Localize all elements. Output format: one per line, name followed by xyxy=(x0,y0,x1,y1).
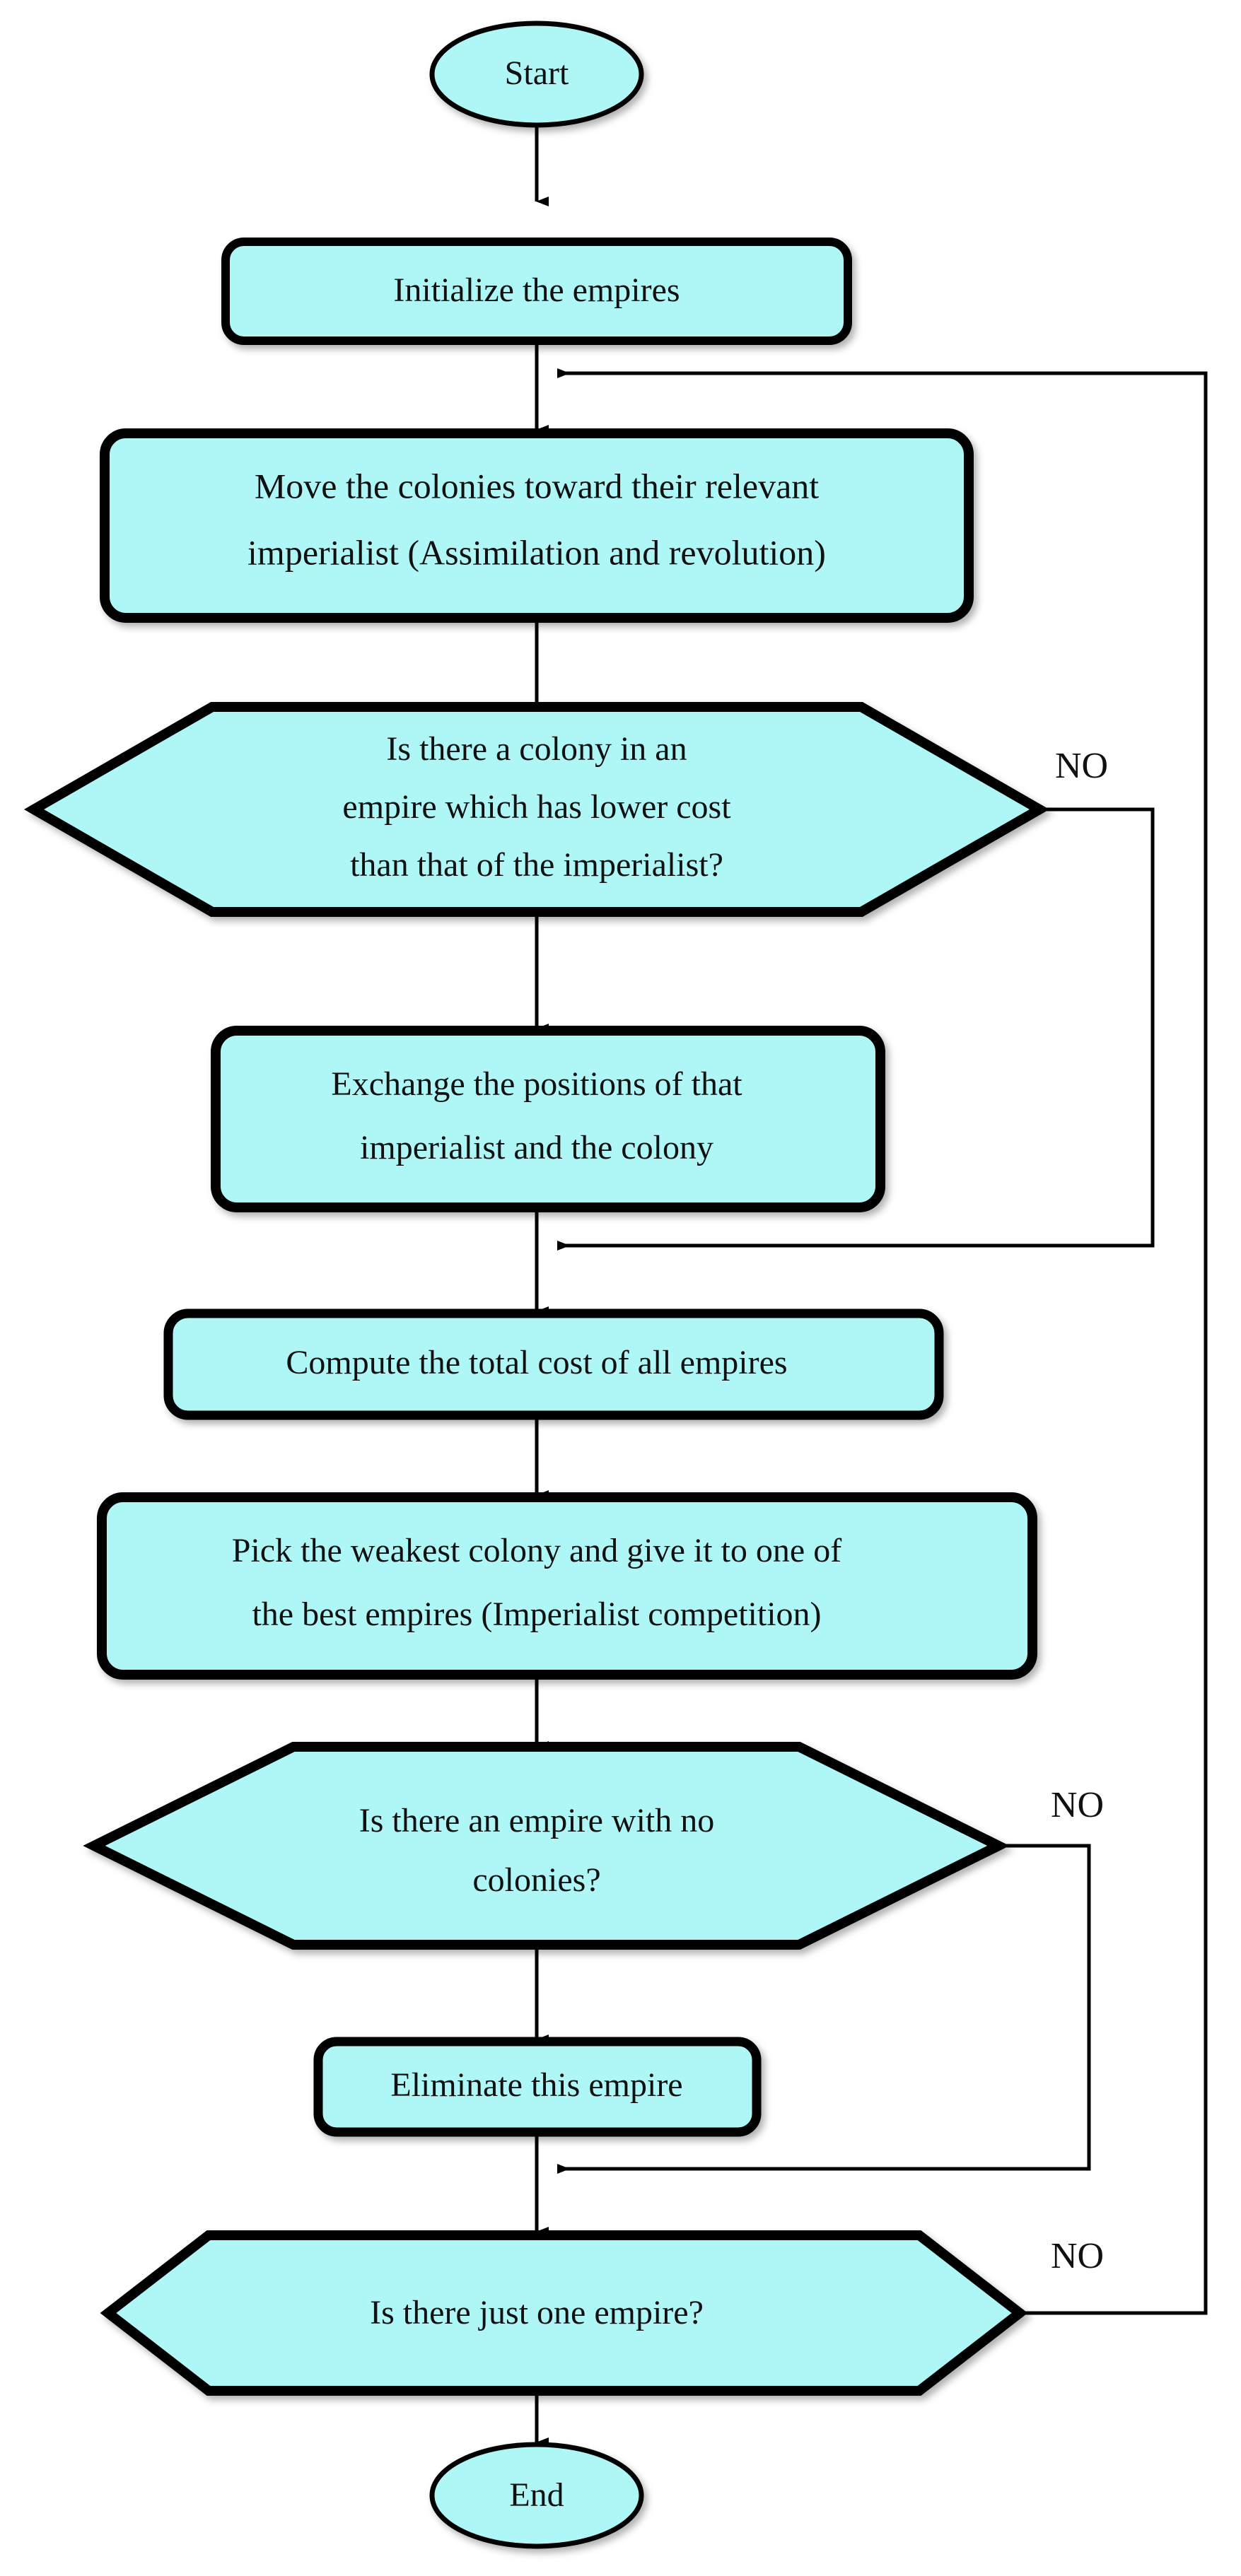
node-decision1[interactable]: Is there a colony in an empire which has… xyxy=(23,702,1050,917)
node-move-label-line2: imperialist (Assimilation and revolution… xyxy=(247,532,826,572)
edge-decision2-no-loop xyxy=(557,1844,1091,2174)
node-exchange-label-line1: Exchange the positions of that xyxy=(331,1065,742,1103)
edge-label-decision1-no: NO xyxy=(1055,746,1108,786)
node-end-label: End xyxy=(509,2476,564,2514)
node-eliminate[interactable]: Eliminate this empire xyxy=(313,2037,762,2137)
edge-decision3-no-loop xyxy=(557,368,1208,2315)
edge-decision1-no-loop xyxy=(557,807,1155,1251)
node-end[interactable]: End xyxy=(429,2442,644,2549)
node-exchange-label-line2: imperialist and the colony xyxy=(360,1129,713,1166)
node-pick-label-line2: the best empires (Imperialist competitio… xyxy=(252,1596,821,1633)
node-compute-label: Compute the total cost of all empires xyxy=(286,1344,787,1381)
node-decision1-label-line3: than that of the imperialist? xyxy=(350,846,723,884)
node-start-label: Start xyxy=(505,54,569,92)
node-exchange[interactable]: Exchange the positions of that imperiali… xyxy=(211,1026,885,1212)
node-move[interactable]: Move the colonies toward their relevant … xyxy=(100,428,974,623)
node-decision2-label-line2: colonies? xyxy=(472,1861,600,1899)
node-decision3-label: Is there just one empire? xyxy=(370,2294,704,2331)
node-pick-label-line1: Pick the weakest colony and give it to o… xyxy=(232,1532,841,1569)
node-decision2[interactable]: Is there an empire with no colonies? xyxy=(83,1742,1010,1950)
node-move-label-line1: Move the colonies toward their relevant xyxy=(255,466,819,505)
node-start[interactable]: Start xyxy=(429,21,644,128)
node-decision1-label-line2: empire which has lower cost xyxy=(342,788,731,826)
node-decision1-label-line1: Is there a colony in an xyxy=(386,730,687,768)
node-decision3[interactable]: Is there just one empire? xyxy=(100,2230,1028,2396)
node-decision2-label-line1: Is there an empire with no xyxy=(359,1802,715,1839)
node-pick[interactable]: Pick the weakest colony and give it to o… xyxy=(97,1492,1037,1680)
edge-label-decision3-no: NO xyxy=(1051,2236,1104,2276)
node-init-label: Initialize the empires xyxy=(393,271,680,309)
edge-label-decision2-no: NO xyxy=(1051,1785,1104,1825)
node-init[interactable]: Initialize the empires xyxy=(221,238,852,345)
node-eliminate-label: Eliminate this empire xyxy=(390,2066,682,2104)
node-compute[interactable]: Compute the total cost of all empires xyxy=(163,1309,944,1420)
